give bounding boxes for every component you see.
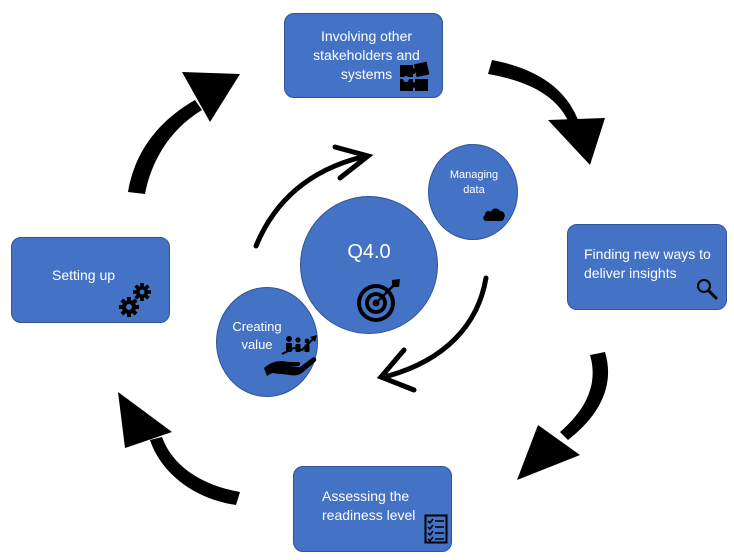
inner-label-managing-data: Managing data bbox=[449, 169, 499, 196]
inner-circle-creating-value: Creating value bbox=[216, 287, 318, 397]
step-label-assessing: Assessing the readiness level bbox=[322, 488, 416, 523]
arrow-top-to-right bbox=[488, 60, 605, 165]
arrow-inner-upper bbox=[253, 144, 374, 249]
inner-label-creating-value: Creating value bbox=[232, 319, 282, 352]
arrow-left-to-top bbox=[128, 72, 240, 194]
step-label-finding: Finding new ways to deliver insights bbox=[584, 246, 711, 281]
cloud-icon bbox=[483, 208, 505, 221]
step-box-finding: Finding new ways to deliver insights bbox=[567, 224, 727, 310]
magnifier-icon bbox=[697, 279, 718, 300]
arrow-bottom-to-left bbox=[118, 392, 240, 505]
arrow-right-to-bottom bbox=[517, 352, 609, 480]
checklist-icon bbox=[424, 514, 448, 544]
hand-people-growth-icon bbox=[264, 335, 317, 376]
step-label-involving: Involving other stakeholders and systems bbox=[313, 28, 420, 82]
step-label-setting-up: Setting up bbox=[52, 267, 116, 283]
step-box-setting-up: Setting up bbox=[11, 237, 170, 323]
puzzle-icon bbox=[400, 61, 430, 91]
target-icon bbox=[357, 279, 400, 322]
inner-circle-managing-data: Managing data bbox=[428, 144, 518, 240]
gears-icon bbox=[119, 283, 151, 317]
center-label: Q4.0 bbox=[347, 241, 391, 263]
arrow-inner-lower bbox=[376, 275, 489, 393]
